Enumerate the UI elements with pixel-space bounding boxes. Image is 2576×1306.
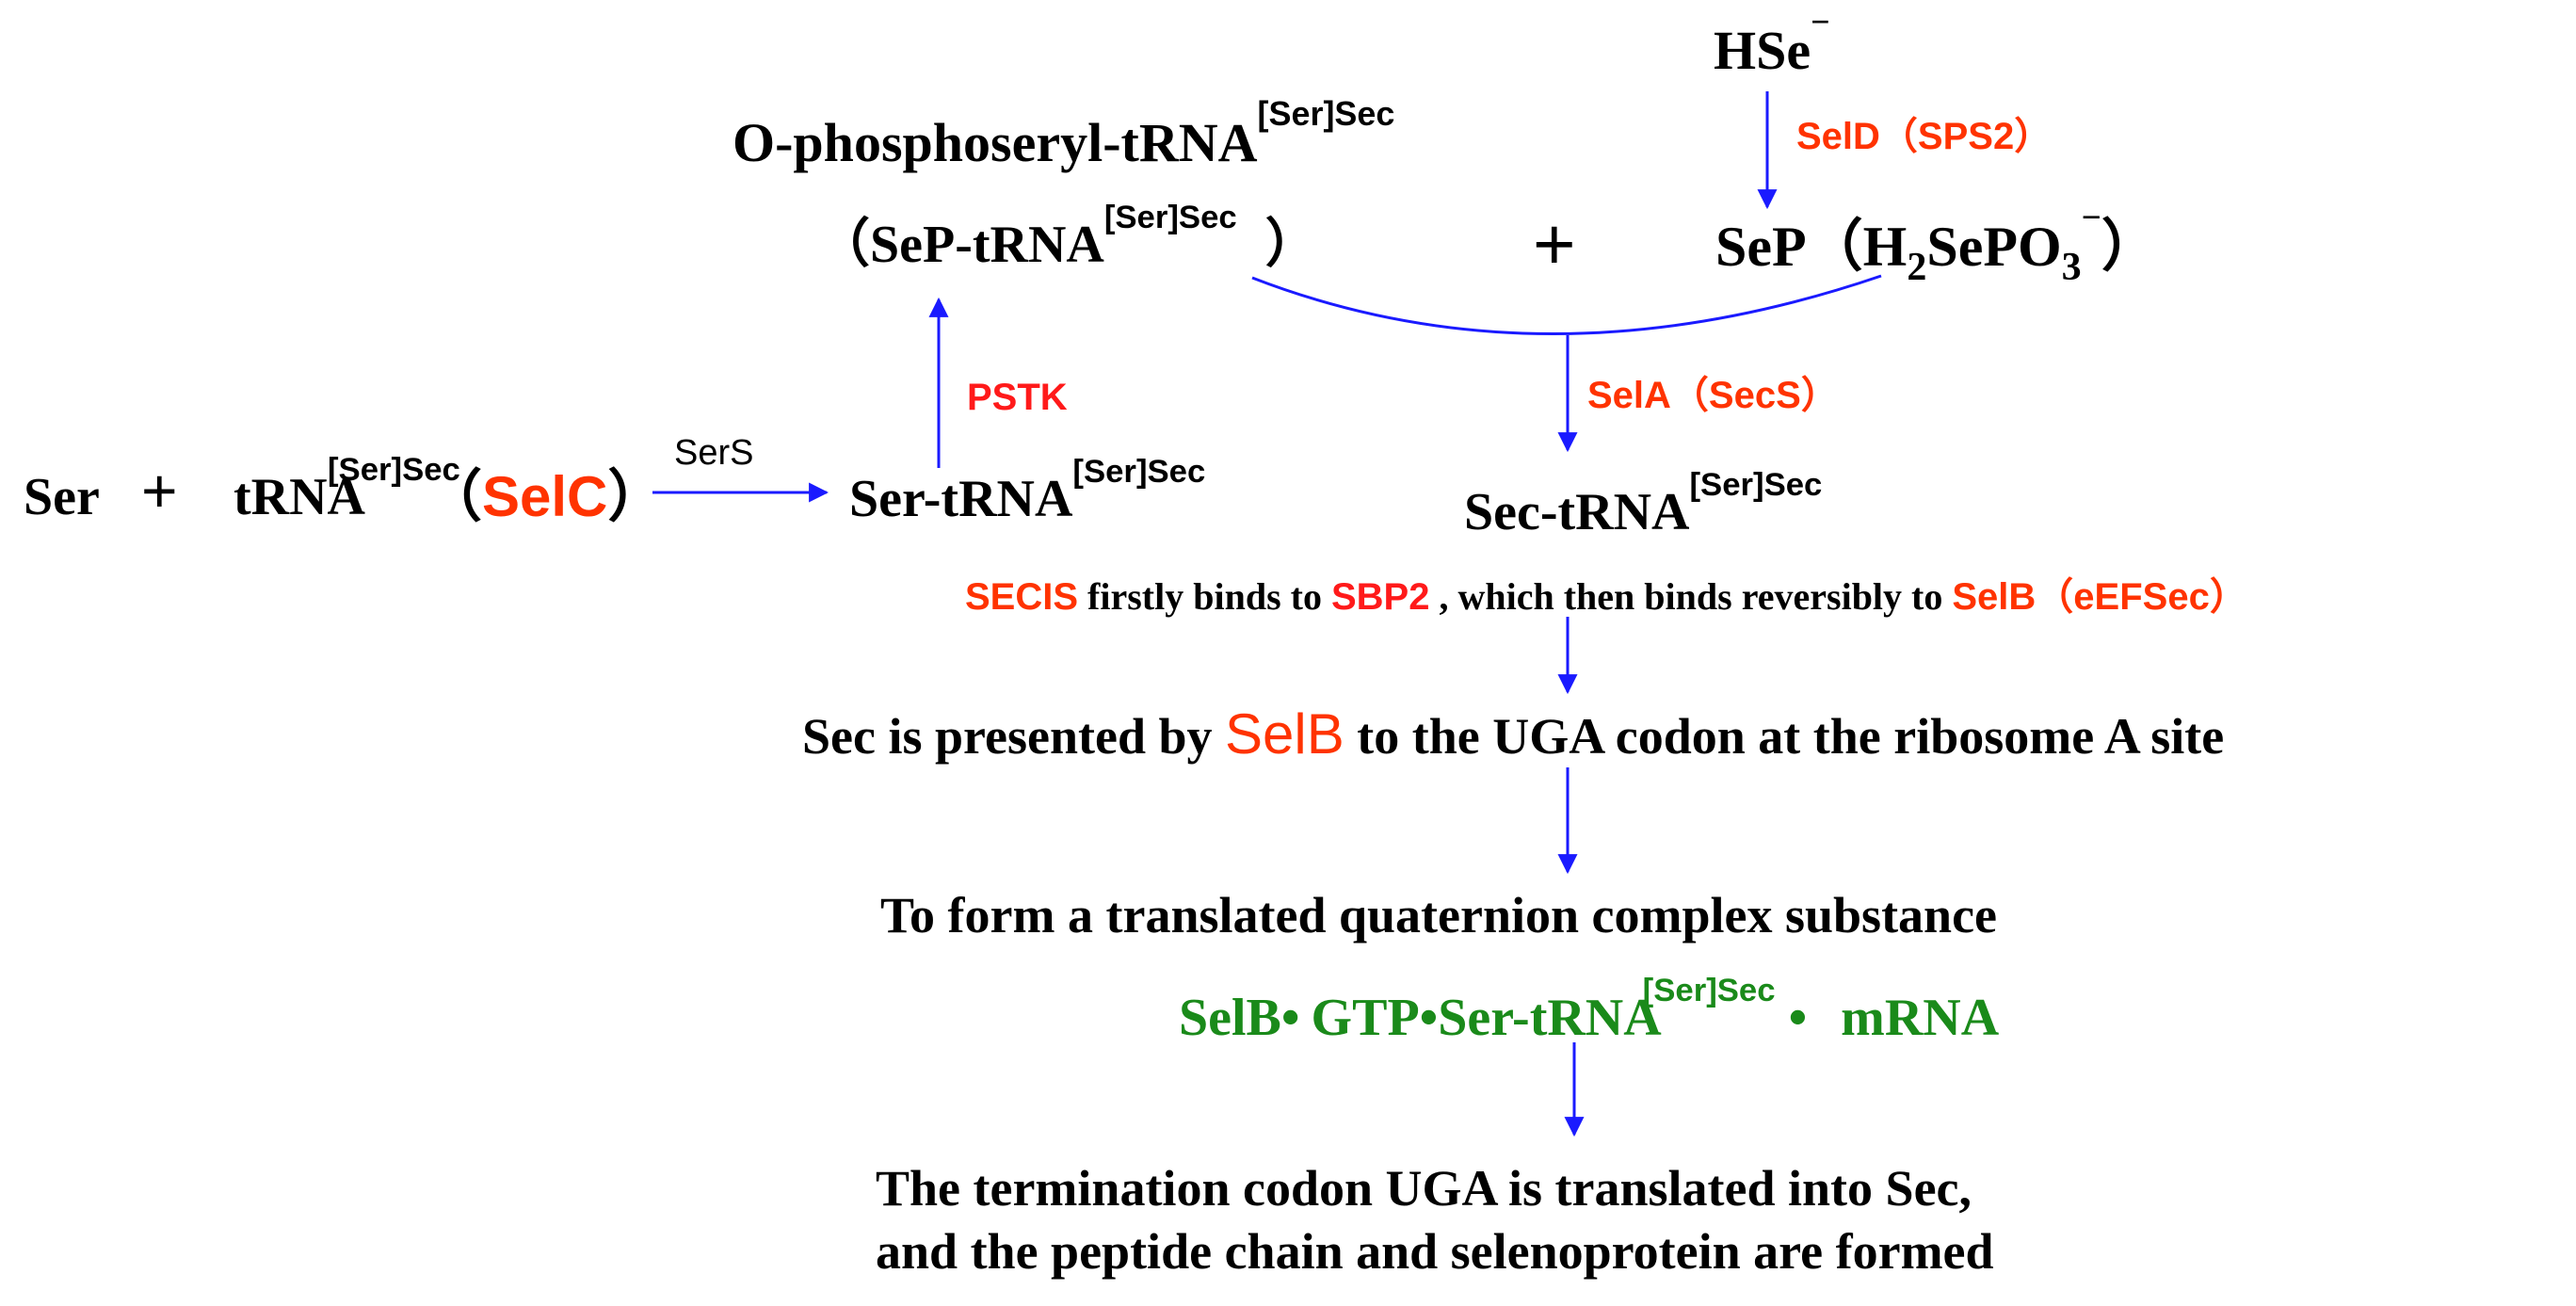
ser-trna-label: Ser-tRNA[Ser]Sec xyxy=(849,453,1206,528)
plus-sign-middle: + xyxy=(1533,202,1576,285)
sec-trna-label: Sec-tRNA[Ser]Sec xyxy=(1464,466,1823,541)
final-step-line-1: The termination codon UGA is translated … xyxy=(876,1160,1972,1217)
quaternion-complex-step: To form a translated quaternion complex … xyxy=(880,887,1998,943)
sep-h2sepo3-label: SeP（H2SePO3−） xyxy=(1715,198,2158,289)
pstk-enzyme-label: PSTK xyxy=(967,377,1068,418)
selc-label: （SelC） xyxy=(426,465,665,528)
ophosphoseryl-trna-label: O-phosphoseryl-tRNA[Ser]Sec xyxy=(733,94,1395,173)
plus-sign-left: + xyxy=(141,456,178,525)
merge-curve xyxy=(1251,274,1882,335)
sep-trna-label: （SeP-tRNA[Ser]Sec） xyxy=(817,199,1318,274)
selb-presentation-step: Sec is presented by SelB to the UGA codo… xyxy=(802,702,2225,766)
sela-enzyme-label: SelA（SecS） xyxy=(1587,375,1839,416)
sers-enzyme-label: SerS xyxy=(674,433,754,473)
trna-label: tRNA[Ser]Sec xyxy=(233,451,460,526)
final-step-line-2: and the peptide chain and selenoprotein … xyxy=(876,1223,1994,1280)
seld-enzyme-label: SelD（SPS2） xyxy=(1796,116,2053,157)
secis-binding-note: SECIS firstly binds to SBP2 , which then… xyxy=(965,575,2247,618)
quaternion-complex-formula: SelB•GTP•Ser-tRNA[Ser]Sec•mRNA xyxy=(1179,972,2000,1047)
ser-label: Ser xyxy=(24,468,100,526)
hse-label: HSe− xyxy=(1714,3,1830,81)
